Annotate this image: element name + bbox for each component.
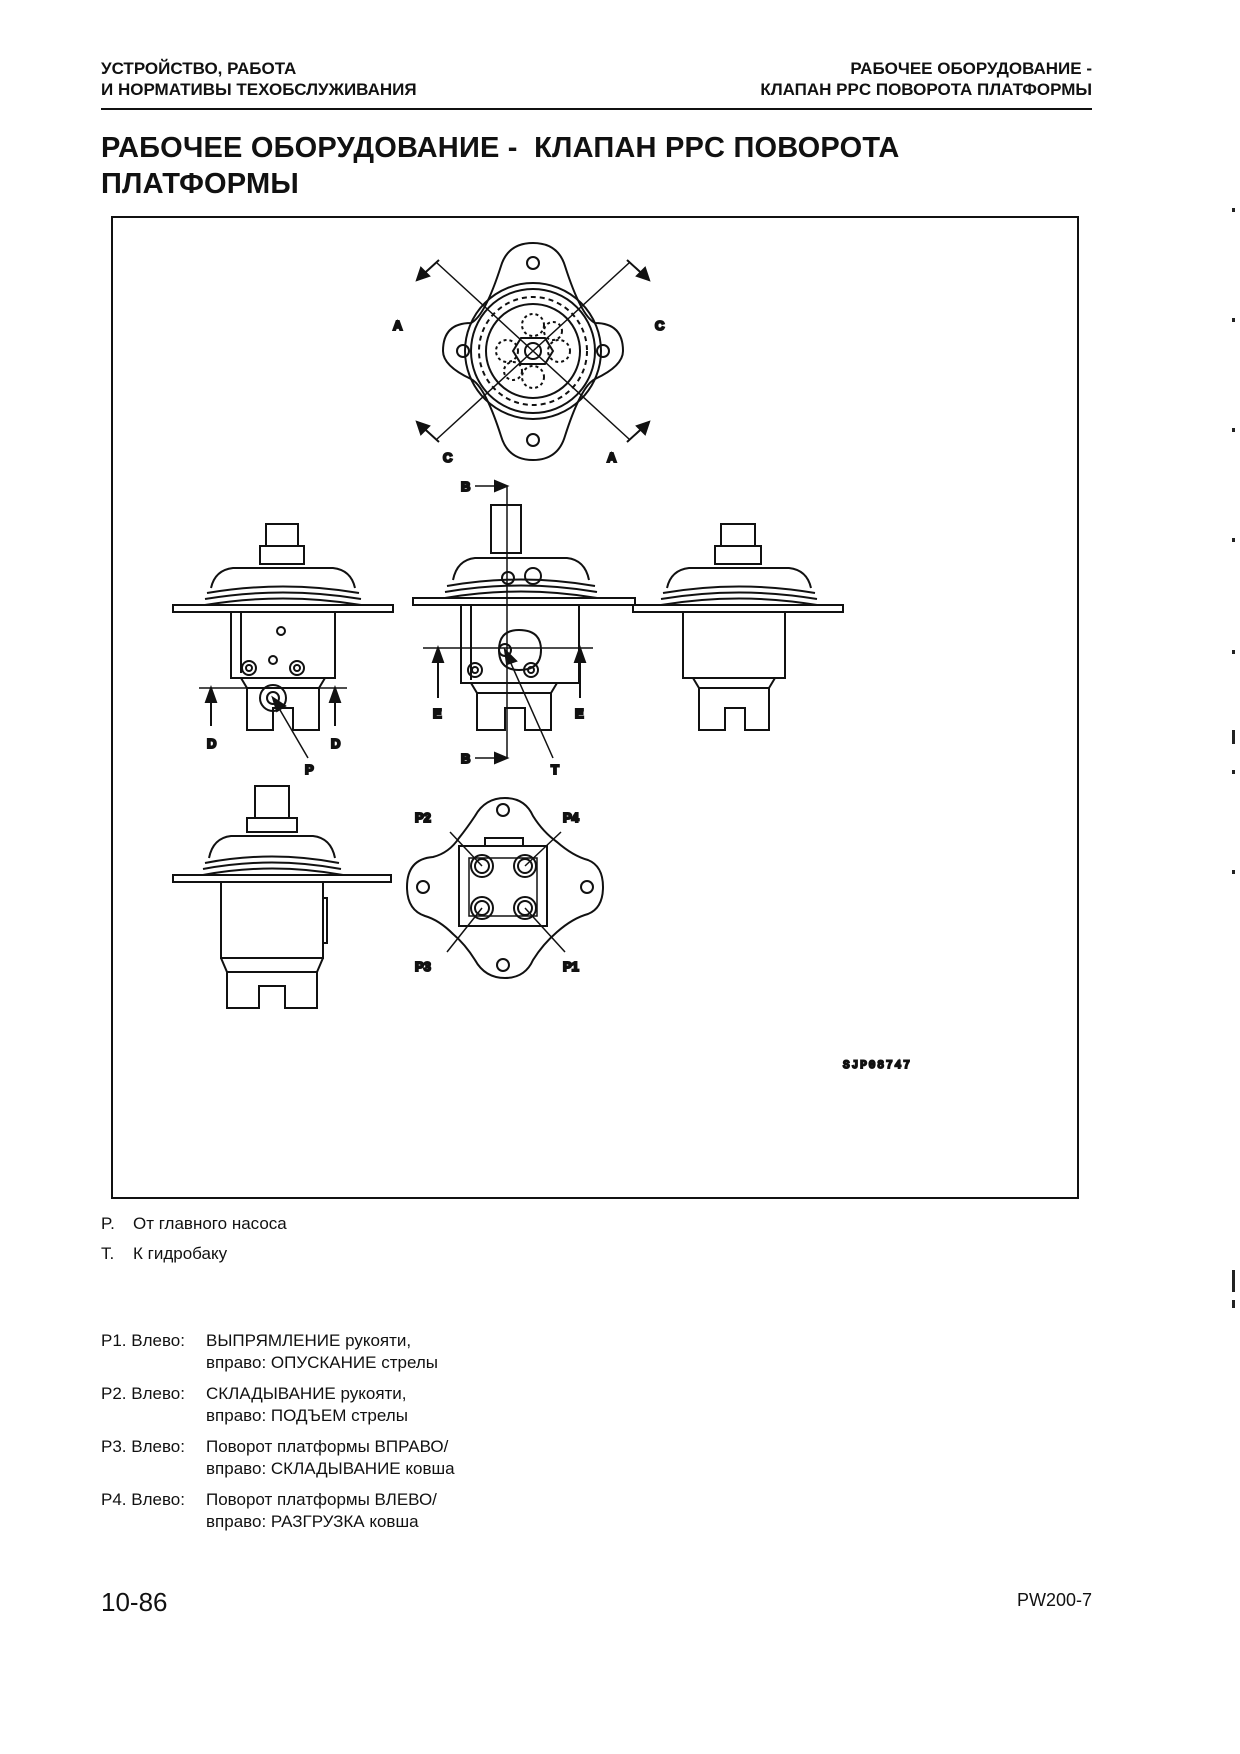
label-c-bottom: C — [443, 450, 453, 465]
page-title-line1: РАБОЧЕЕ ОБОРУДОВАНИЕ - КЛАПАН PPC ПОВОРО… — [101, 132, 900, 164]
label-p2: P2 — [415, 810, 431, 825]
ports-view — [405, 796, 605, 980]
label-p1: P1 — [563, 959, 579, 974]
margin-mark — [1232, 538, 1235, 542]
header-right-line1: РАБОЧЕЕ ОБОРУДОВАНИЕ - — [850, 59, 1092, 78]
port-key: P1. Влево: — [101, 1331, 185, 1350]
bottom-side-view — [172, 785, 392, 1009]
margin-mark — [1232, 1300, 1235, 1308]
side-view-center — [412, 479, 636, 765]
margin-mark — [1232, 428, 1235, 432]
header-left-line1: УСТРОЙСТВО, РАБОТА — [101, 59, 297, 78]
label-b-top: B — [461, 479, 470, 494]
port-line1: ВЫПРЯМЛЕНИЕ рукояти, — [206, 1331, 412, 1350]
top-view — [415, 241, 651, 462]
label-p4: P4 — [563, 810, 580, 825]
page-title: РАБОЧЕЕ ОБОРУДОВАНИЕ - КЛАПАН PPC ПОВОРО… — [101, 130, 1081, 202]
label-c-top: C — [655, 318, 665, 333]
label-a-bottom: A — [607, 450, 617, 465]
label-a-top: A — [393, 318, 403, 333]
label-e-left: E — [433, 706, 442, 721]
margin-mark — [1232, 770, 1235, 774]
legend-key: T. — [101, 1244, 115, 1263]
margin-mark — [1232, 730, 1235, 744]
margin-mark — [1232, 318, 1235, 322]
page-title-line2: ПЛАТФОРМЫ — [101, 168, 299, 200]
header-divider — [101, 108, 1092, 110]
side-view-right — [632, 523, 844, 731]
port-key: P2. Влево: — [101, 1384, 185, 1403]
port-line2: вправо: СКЛАДЫВАНИЕ ковша — [206, 1459, 455, 1478]
header-left: УСТРОЙСТВО, РАБОТА И НОРМАТИВЫ ТЕХОБСЛУЖ… — [101, 58, 417, 100]
port-line1: СКЛАДЫВАНИЕ рукояти, — [206, 1384, 407, 1403]
label-b-bottom: B — [461, 751, 470, 766]
port-line2: вправо: ПОДЪЕМ стрелы — [206, 1406, 408, 1425]
label-d-right: D — [331, 736, 340, 751]
model-code: PW200-7 — [1016, 1590, 1092, 1610]
valve-technical-drawing: A C C A B B D D E E P T P2 P4 P3 P1 SJP0… — [172, 241, 912, 1073]
label-p-port: P — [305, 762, 314, 777]
label-e-right: E — [575, 706, 584, 721]
side-view-left — [172, 523, 394, 759]
legend-key: P. — [101, 1214, 115, 1233]
margin-mark — [1232, 650, 1235, 654]
page-number: 10-86 — [101, 1587, 168, 1617]
port-line2: вправо: РАЗГРУЗКА ковша — [206, 1512, 419, 1531]
header-right: РАБОЧЕЕ ОБОРУДОВАНИЕ - КЛАПАН PPC ПОВОРО… — [760, 58, 1092, 100]
port-key: P4. Влево: — [101, 1490, 185, 1509]
port-key: P3. Влево: — [101, 1437, 185, 1456]
margin-mark — [1232, 1270, 1235, 1292]
legend-text: От главного насоса — [133, 1214, 287, 1233]
port-line2: вправо: ОПУСКАНИЕ стрелы — [206, 1353, 438, 1372]
header-left-line2: И НОРМАТИВЫ ТЕХОБСЛУЖИВАНИЯ — [101, 80, 417, 99]
legend-text: К гидробаку — [133, 1244, 228, 1263]
port-line1: Поворот платформы ВЛЕВО/ — [206, 1490, 437, 1509]
margin-mark — [1232, 208, 1235, 212]
header-right-line2: КЛАПАН PPC ПОВОРОТА ПЛАТФОРМЫ — [760, 80, 1092, 99]
port-line1: Поворот платформы ВПРАВО/ — [206, 1437, 449, 1456]
margin-mark — [1232, 870, 1235, 874]
label-t-port: T — [551, 762, 559, 777]
label-p3: P3 — [415, 959, 431, 974]
drawing-code: SJP08747 — [843, 1060, 912, 1072]
valve-drawing-frame: A C C A B B D D E E P T P2 P4 P3 P1 SJP0… — [111, 216, 1079, 1199]
label-d-left: D — [207, 736, 216, 751]
